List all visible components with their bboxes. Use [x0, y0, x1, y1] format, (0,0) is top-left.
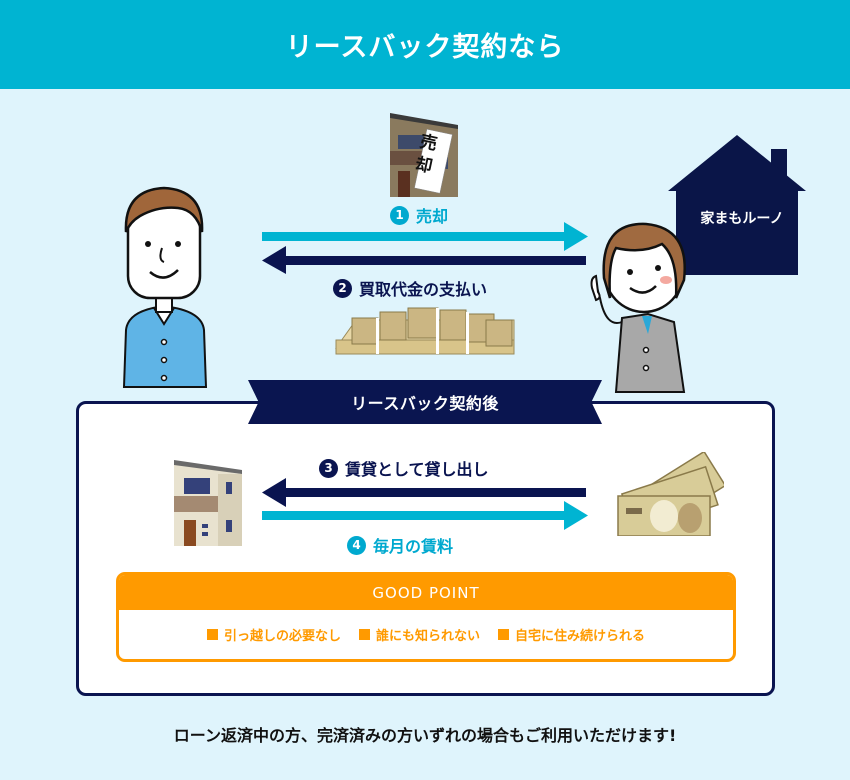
step-1-label: 1 売却 [390, 203, 448, 227]
house-icon [174, 460, 242, 546]
man-icon [122, 186, 208, 388]
arrow-left-icon [262, 478, 586, 507]
step-number-badge: 3 [319, 458, 338, 478]
good-point-item: 誰にも知られない [358, 625, 480, 644]
footer-note: ローン返済中の方、完済済みの方いずれの場合もご利用いただけます! [173, 726, 677, 745]
page-title: リースバック契約なら [285, 32, 565, 63]
arrow-right-icon [262, 222, 588, 251]
transaction-arrows [262, 222, 588, 274]
good-point-box: GOOD POINT 引っ越しの必要なし 誰にも知られない 自宅に住み続けられる [116, 572, 736, 662]
good-point-item: 引っ越しの必要なし [206, 625, 341, 644]
step-2-label: 2 買取代金の支払い [333, 276, 487, 300]
house-for-sale-icon [390, 113, 458, 197]
step-4-label: 4 毎月の賃料 [347, 533, 453, 557]
step-number-badge: 2 [333, 278, 352, 298]
step-3-label: 3 賃貸として貸し出し [319, 456, 489, 480]
step-1-text: 売却 [416, 207, 449, 226]
cash-bundles-icon [335, 307, 515, 355]
arrow-left-icon [262, 246, 586, 274]
square-bullet-icon [498, 629, 509, 640]
square-bullet-icon [206, 629, 218, 640]
header-banner: リースバック契約なら [0, 0, 850, 89]
after-contract-tab: リースバック契約後 [248, 380, 602, 424]
woman-staff-icon [590, 222, 686, 393]
good-point-list: 引っ越しの必要なし 誰にも知られない 自宅に住み続けられる [119, 610, 733, 659]
banknotes-icon [617, 452, 724, 536]
good-point-text: 誰にも知られない [375, 629, 480, 644]
step-3-text: 賃貸として貸し出し [345, 460, 489, 479]
rent-arrows [262, 478, 588, 530]
good-point-title: GOOD POINT [119, 575, 733, 610]
good-point-item: 自宅に住み続けられる [498, 625, 645, 644]
arrow-right-icon [262, 501, 588, 530]
good-point-text: 自宅に住み続けられる [515, 629, 646, 644]
step-2-text: 買取代金の支払い [359, 280, 488, 299]
step-number-badge: 4 [347, 535, 366, 555]
after-contract-title: リースバック契約後 [351, 394, 499, 413]
step-number-badge: 1 [390, 205, 409, 225]
company-name: 家まもルーノ [700, 211, 784, 227]
good-point-text: 引っ越しの必要なし [223, 629, 341, 644]
square-bullet-icon [358, 629, 370, 640]
house-silhouette-icon [668, 135, 806, 275]
step-4-text: 毎月の賃料 [373, 537, 454, 556]
